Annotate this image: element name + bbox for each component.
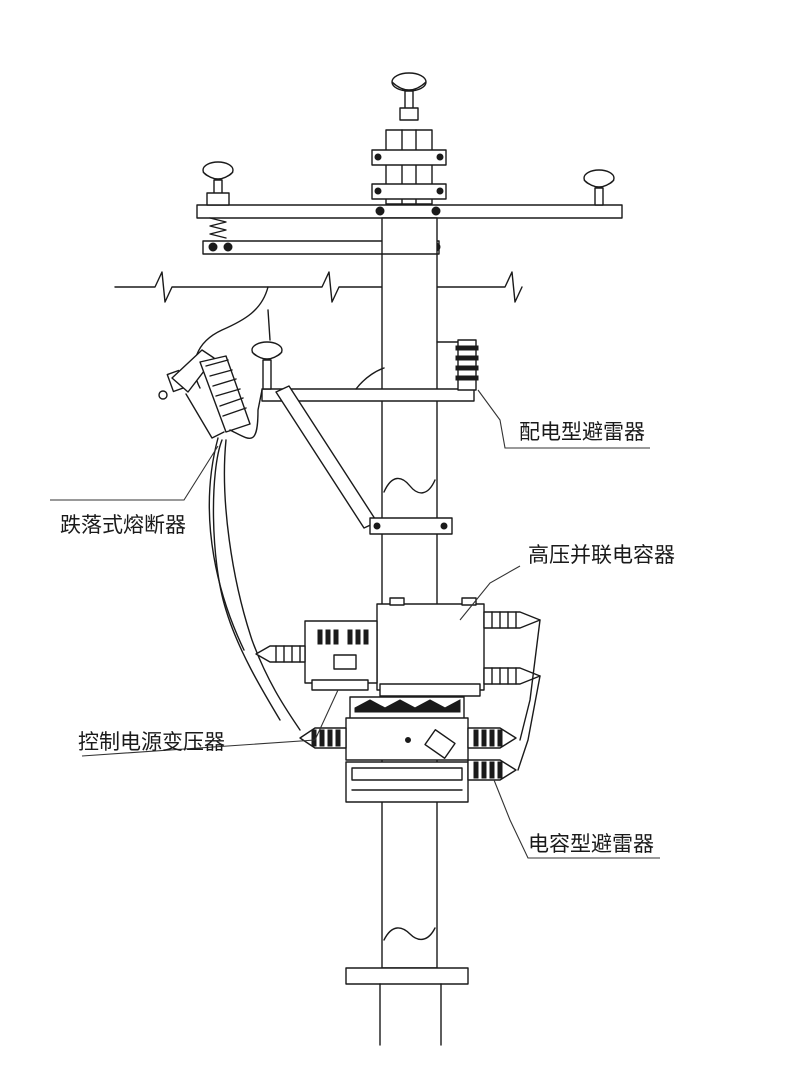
pole-top-bracket — [371, 129, 447, 205]
overhead-conductor — [114, 271, 523, 303]
label-control-power-transformer: 控制电源变压器 — [78, 730, 225, 754]
label-hv-shunt-capacitor: 高压并联电容器 — [528, 543, 675, 567]
drop-out-fuse — [158, 286, 301, 731]
utility-pole — [345, 217, 469, 1046]
main-crossarm — [196, 204, 623, 255]
leader-lines — [50, 389, 660, 859]
left-pin-insulator — [202, 161, 234, 239]
middle-crossarm — [261, 367, 475, 535]
label-drop-out-fuse: 跌落式熔断器 — [60, 513, 186, 537]
capacitor-arrester — [467, 619, 541, 781]
label-distribution-arrester: 配电型避雷器 — [519, 420, 645, 444]
capacitor-switch-unit — [299, 696, 517, 803]
distribution-arrester — [436, 339, 479, 391]
label-capacitor-arrester: 电容型避雷器 — [528, 832, 654, 856]
middle-pin-insulator — [251, 341, 283, 390]
top-pin-insulator — [391, 72, 427, 121]
right-pin-insulator — [583, 169, 615, 206]
hv-shunt-capacitor — [376, 597, 541, 697]
control-power-transformer — [255, 620, 378, 691]
